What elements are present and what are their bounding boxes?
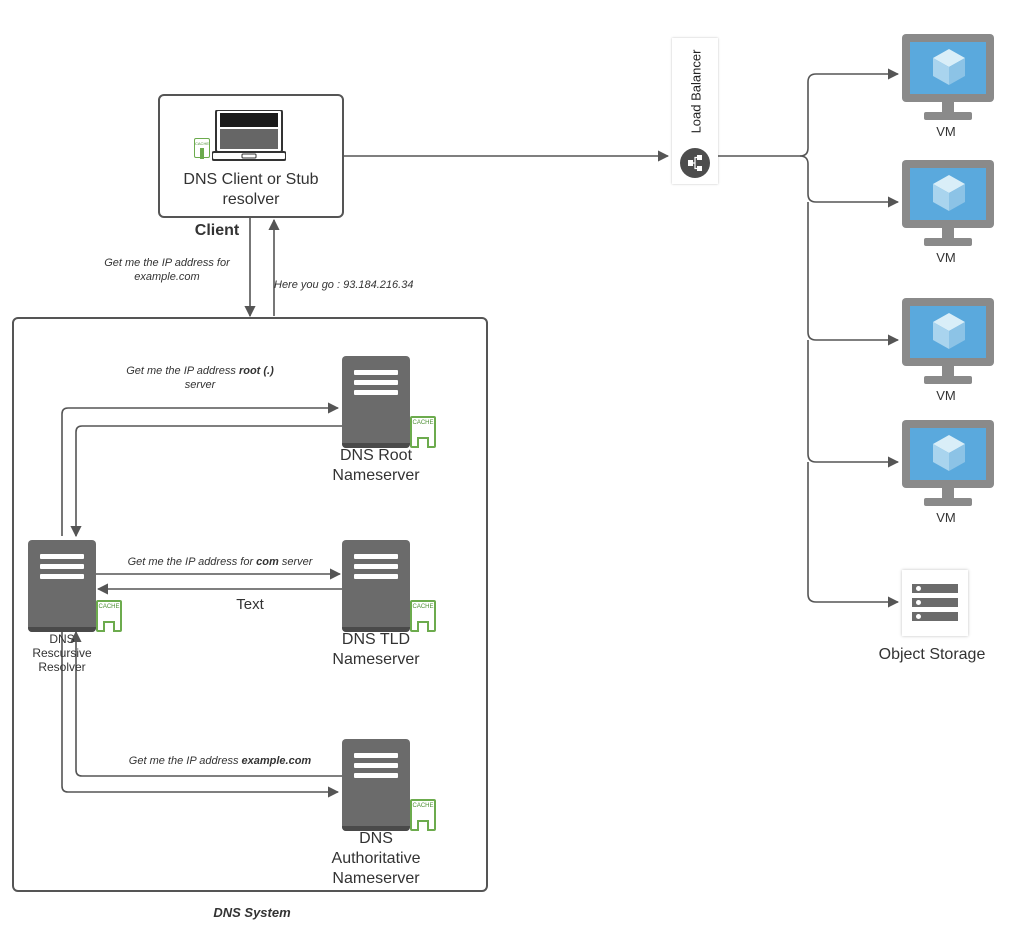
vm-label: VM xyxy=(936,510,956,525)
client-caption: Client xyxy=(194,222,240,239)
vm-monitor-icon xyxy=(902,160,994,254)
vm-label: VM xyxy=(936,250,956,265)
dns-system-caption: DNS System xyxy=(213,905,291,920)
client-response-message: Here you go : 93.184.216.34 xyxy=(274,279,414,291)
vm-label: VM xyxy=(936,124,956,139)
tld-label: DNS TLD Nameserver xyxy=(332,631,420,668)
lb-to-vm3 xyxy=(807,202,900,346)
auth-cache-icon: CACHE xyxy=(410,799,436,831)
root-server-icon xyxy=(342,356,410,448)
vm-monitor-icon xyxy=(902,420,994,514)
resolver-label: DNS Rescursive Resolver xyxy=(32,632,92,674)
tld-cache-icon: CACHE xyxy=(410,600,436,632)
root-cache-icon: CACHE xyxy=(410,416,436,448)
root-label: DNS Root Nameserver xyxy=(332,447,420,484)
resolver-to-auth-arrow xyxy=(61,632,340,798)
lb-to-vm2 xyxy=(799,155,900,208)
load-balancer: Load Balancer xyxy=(672,38,718,184)
client-box xyxy=(158,94,344,218)
root-to-resolver-arrow xyxy=(70,425,342,538)
resolver-server-icon xyxy=(28,540,96,632)
lb-to-vm4 xyxy=(807,340,900,468)
auth-server-icon xyxy=(342,739,410,831)
client-cache-icon: CACHE xyxy=(194,138,210,159)
laptop-icon xyxy=(212,110,286,161)
client-node-label: DNS Client or Stub resolver xyxy=(183,171,319,208)
resolver-cache-icon: CACHE xyxy=(96,600,122,632)
object-storage-label: Object Storage xyxy=(878,646,986,663)
auth-label: DNS Authoritative Nameserver xyxy=(331,830,421,887)
load-balancer-label: Load Balancer xyxy=(688,49,704,134)
com-request-message: Get me the IP address for com server xyxy=(127,556,313,568)
vm-monitor-icon xyxy=(902,298,994,392)
dns-system-box xyxy=(12,317,488,892)
lb-to-storage xyxy=(807,462,900,608)
lb-trunk xyxy=(718,68,900,157)
auth-to-resolver-arrow xyxy=(70,630,342,777)
tld-server-icon xyxy=(342,540,410,632)
tld-return-text: Text xyxy=(236,596,264,613)
client-request-message: Get me the IP address for example.com xyxy=(104,257,230,283)
root-request-message: Get me the IP address root (.)server xyxy=(126,365,274,391)
storage-icon xyxy=(902,570,968,636)
auth-request-message: Get me the IP address example.com xyxy=(128,755,312,767)
vm-monitor-icon xyxy=(902,34,994,128)
resolver-to-root-arrow xyxy=(61,402,340,536)
load-balancer-icon xyxy=(680,148,710,178)
vm-label: VM xyxy=(936,388,956,403)
